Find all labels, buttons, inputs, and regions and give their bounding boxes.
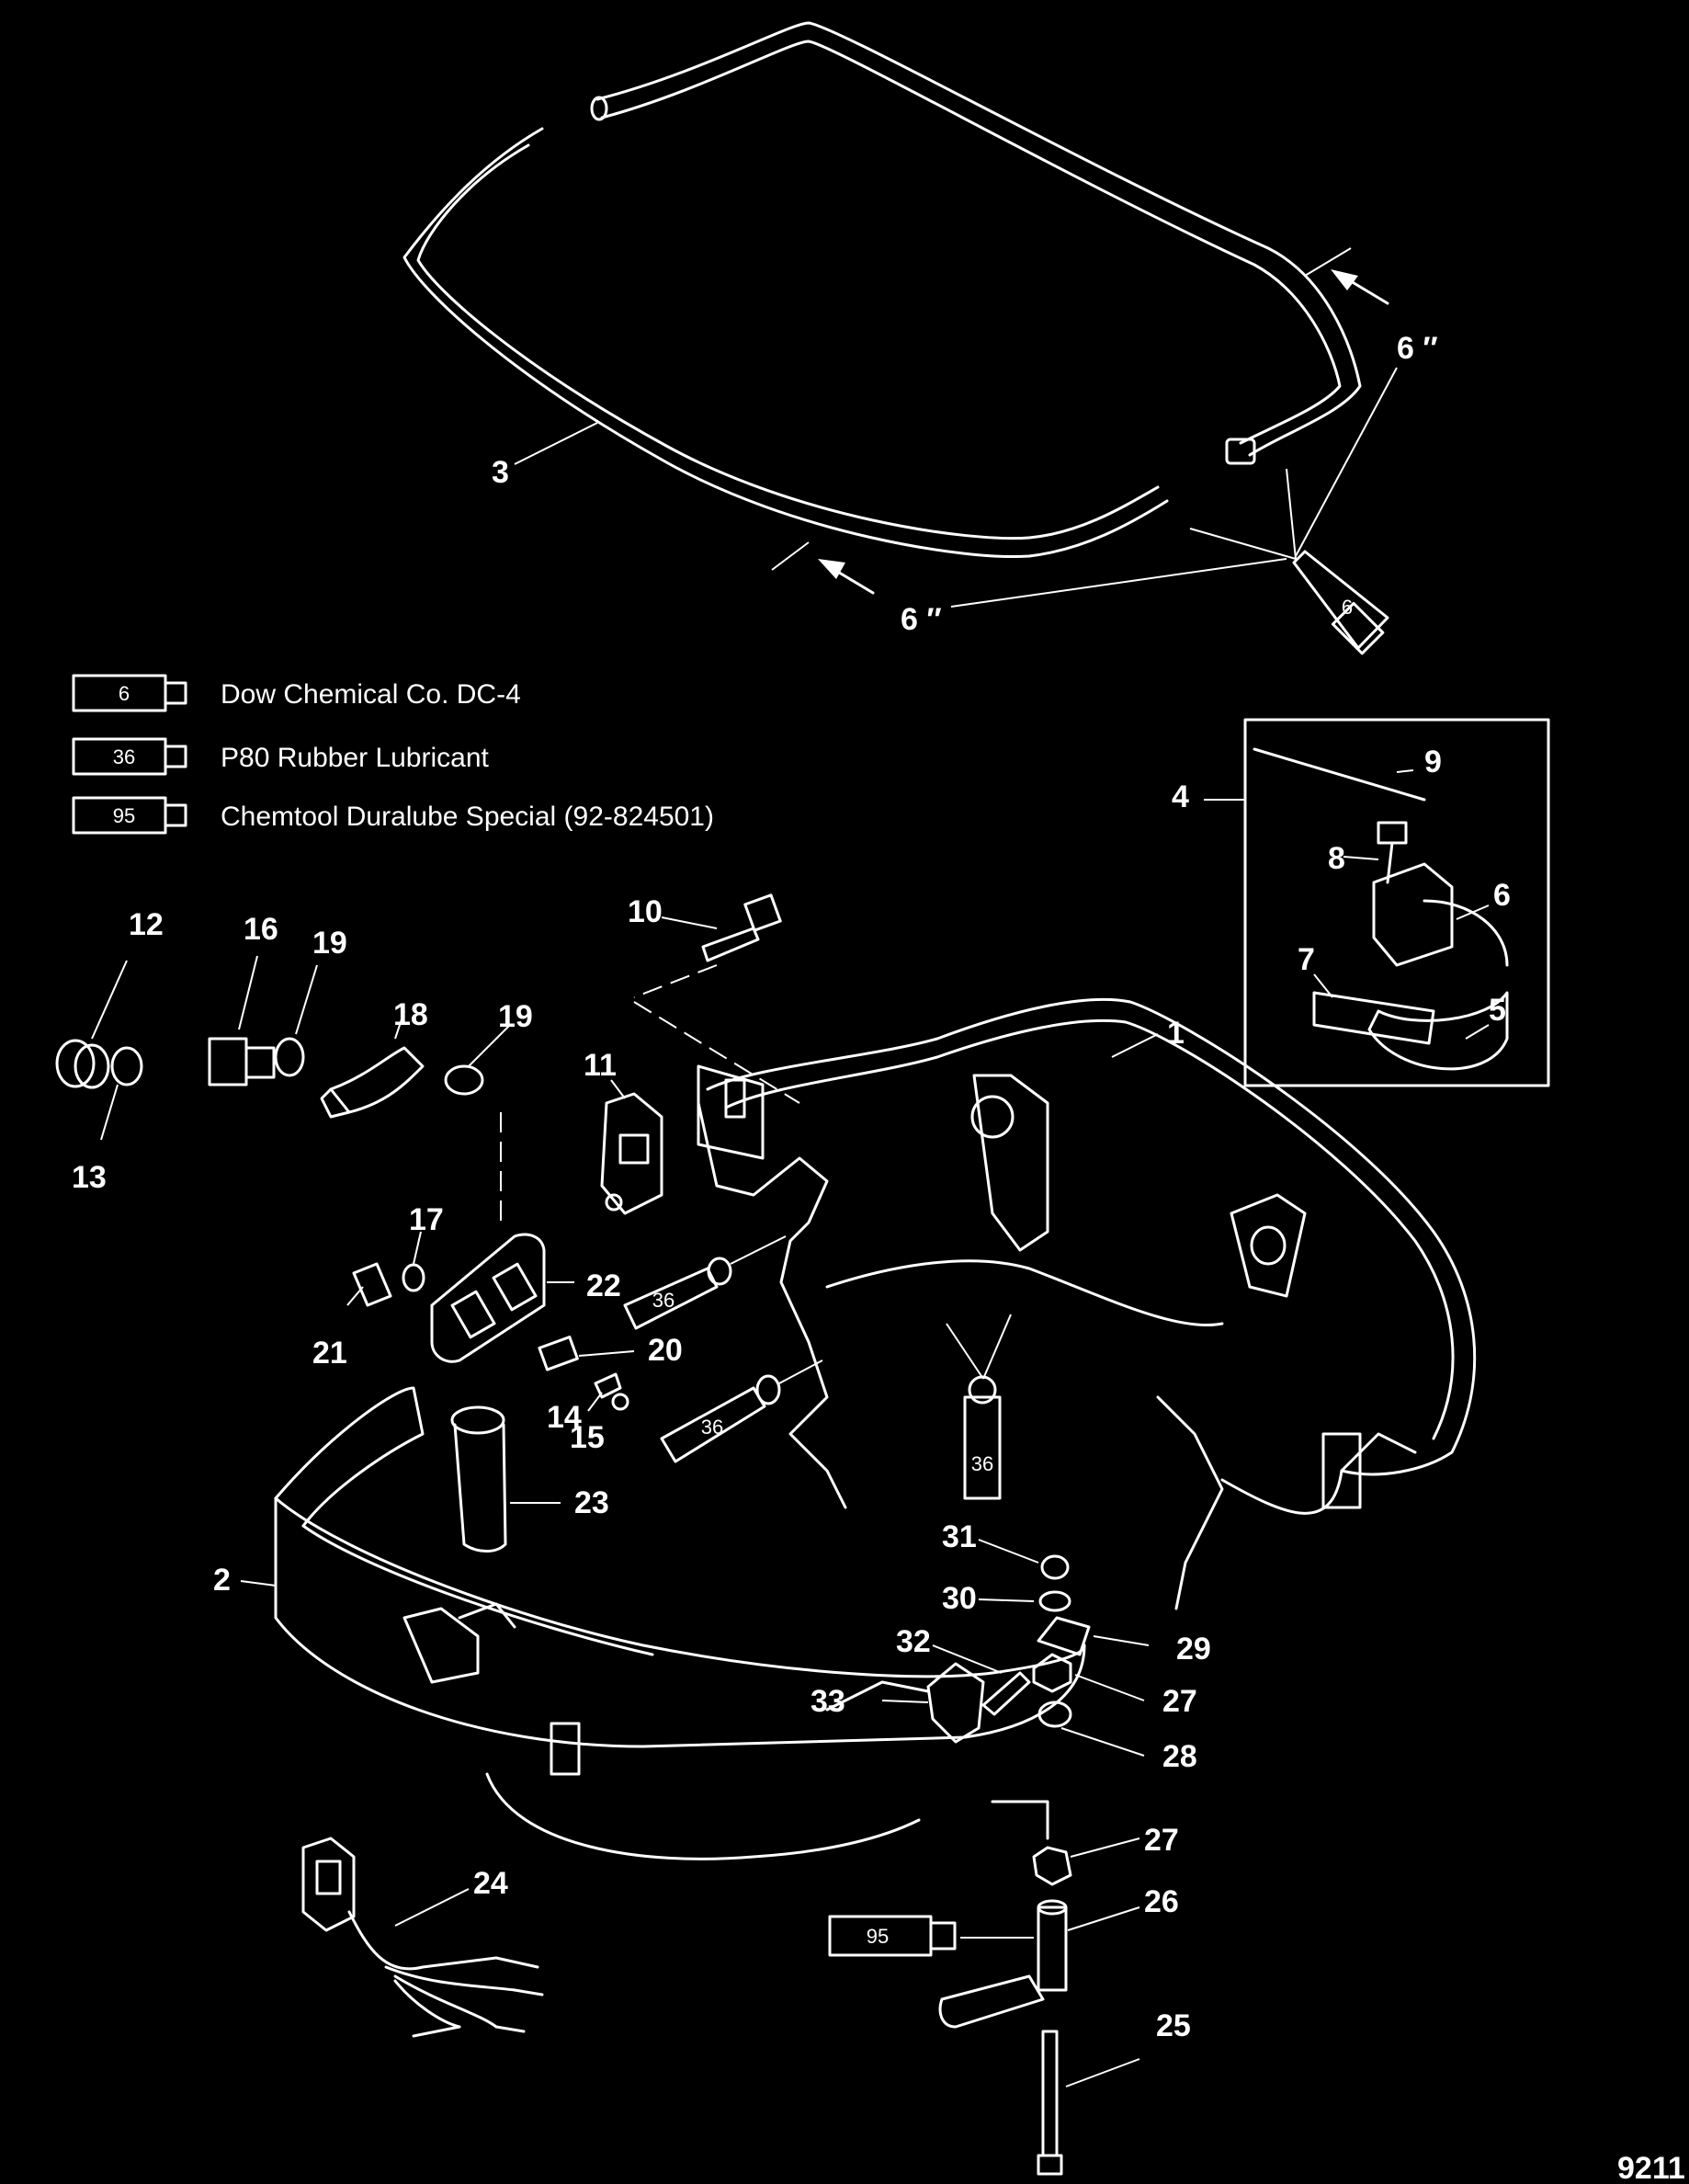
lubricant-tube-36-c: 36 [946, 1314, 1012, 1500]
callout-18: 18 [393, 997, 428, 1032]
callout-21: 21 [312, 1336, 347, 1371]
callout-3: 3 [492, 455, 509, 490]
callout-32: 32 [896, 1624, 931, 1659]
callout-13: 13 [72, 1160, 107, 1195]
callout-33: 33 [810, 1684, 845, 1719]
lower-cowl-rear [697, 997, 1477, 1610]
tube-code-t2: 36 [701, 1416, 723, 1439]
callout-19a: 19 [312, 926, 347, 961]
callout-6: 6 [1493, 878, 1511, 913]
callout-23: 23 [574, 1485, 609, 1520]
dimension-bottom: 6 ″ [771, 541, 1287, 637]
part-23-sleeve [450, 1405, 561, 1553]
lubricant-tube-36-b: 36 [660, 1359, 823, 1463]
part-33-bracket [881, 1662, 985, 1744]
legend-code-6: 6 [119, 682, 130, 705]
lubricant-legend: 6 Dow Chemical Co. DC-4 36 P80 Rubber Lu… [72, 674, 714, 835]
lubricant-tube-36-a: 36 [623, 1235, 787, 1330]
callout-30: 30 [942, 1581, 977, 1616]
callout-25: 25 [1156, 2008, 1191, 2043]
callout-27a: 27 [1162, 1684, 1197, 1719]
cowl-seal [402, 21, 1362, 558]
part-20-fitting [538, 1336, 635, 1412]
callout-4: 4 [1172, 779, 1189, 814]
lower-cowl-front [274, 1386, 1086, 1860]
part-handle [938, 1974, 1045, 2029]
callout-24: 24 [473, 1866, 508, 1901]
latch-inset [1204, 718, 1550, 1087]
part-12-13 [55, 960, 143, 1141]
part-21-switch [346, 1231, 425, 1307]
part-28-washer [1037, 1701, 1145, 1757]
legend-code-95: 95 [113, 804, 135, 827]
tube-code-t1: 36 [652, 1289, 674, 1312]
part-18-hose [320, 1010, 511, 1223]
callout-2: 2 [213, 1563, 231, 1598]
part-11-latch [600, 1079, 663, 1215]
legend-row-6: 6 Dow Chemical Co. DC-4 [72, 674, 521, 712]
legend-row-36: 36 P80 Rubber Lubricant [72, 737, 490, 776]
part-22-gasket [430, 1233, 574, 1363]
callout-10: 10 [628, 894, 663, 929]
callout-20: 20 [648, 1333, 683, 1368]
part-27-nut-b [1032, 1837, 1140, 1886]
callout-12: 12 [129, 907, 164, 942]
tube-code-t3: 36 [971, 1452, 993, 1475]
callout-19b: 19 [498, 999, 533, 1034]
callout-14: 14 [547, 1400, 582, 1435]
callout-27b: 27 [1144, 1823, 1179, 1858]
part-24-harness [301, 1837, 544, 2038]
callout-28: 28 [1162, 1739, 1197, 1774]
legend-text-36: P80 Rubber Lubricant [221, 743, 490, 773]
callout-11: 11 [584, 1048, 617, 1083]
callout-5: 5 [1489, 993, 1506, 1028]
callout-1: 1 [1167, 1016, 1185, 1051]
figure-id: 9211 [1617, 2151, 1685, 2184]
legend-row-95: 95 Chemtool Duralube Special (92-824501) [72, 796, 714, 835]
part-29-clip [1037, 1616, 1150, 1656]
callout-15: 15 [570, 1420, 605, 1455]
callout-22: 22 [586, 1268, 621, 1303]
part-27-nut-a [1032, 1653, 1145, 1701]
part-26-pin [1037, 1899, 1140, 1992]
part-25-bolt [1037, 2030, 1140, 2176]
tube-code-seal: 6 [1342, 596, 1353, 619]
tube-code-t4: 95 [867, 1925, 889, 1948]
dimension-label-bottom: 6 ″ [901, 602, 942, 637]
callout-9: 9 [1424, 745, 1442, 779]
part-10-bolt [633, 893, 800, 1104]
callout-31: 31 [942, 1519, 977, 1554]
dimension-right: 6 ″ [1295, 247, 1438, 557]
callout-8: 8 [1328, 841, 1345, 876]
callout-7: 7 [1298, 942, 1315, 977]
callout-16: 16 [244, 912, 278, 947]
callout-26: 26 [1144, 1884, 1179, 1919]
legend-code-36: 36 [113, 745, 135, 768]
legend-text-6: Dow Chemical Co. DC-4 [221, 679, 521, 710]
callout-17: 17 [409, 1202, 444, 1237]
callout-29: 29 [1176, 1632, 1211, 1666]
lubricant-tube-95: 95 [828, 1915, 1034, 1957]
legend-text-95: Chemtool Duralube Special (92-824501) [221, 802, 714, 832]
part-16-19 [208, 955, 318, 1086]
lubricant-tube-seal: 6 [1189, 468, 1389, 655]
dimension-label-right: 6 ″ [1397, 331, 1438, 366]
